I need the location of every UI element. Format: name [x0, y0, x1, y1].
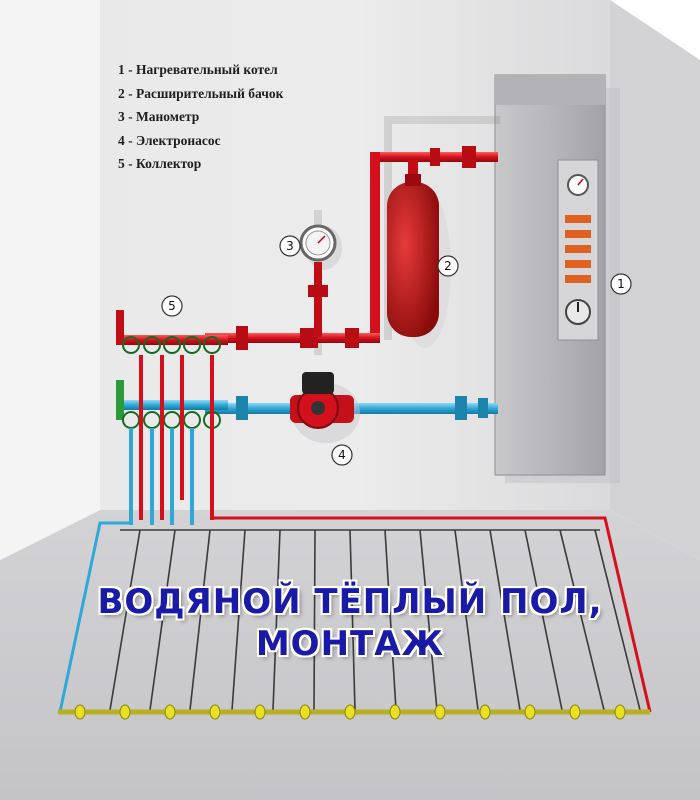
legend: 1 - Нагревательный котел 2 - Расширитель…	[118, 58, 283, 176]
pressure-gauge	[299, 224, 342, 337]
legend-item-boiler: 1 - Нагревательный котел	[118, 62, 278, 77]
callout-tank: 2	[437, 255, 459, 277]
callout-boiler: 1	[610, 273, 632, 295]
legend-item-manifold: 5 - Коллектор	[118, 156, 202, 171]
legend-item-gauge: 3 - Манометр	[118, 109, 200, 124]
back-wall	[100, 0, 610, 510]
callout-gauge: 3	[279, 235, 301, 257]
circulation-pump	[290, 372, 360, 443]
svg-text:4: 4	[338, 448, 346, 462]
legend-item-pump: 4 - Электронасос	[118, 132, 221, 148]
callout-manifold: 5	[161, 295, 183, 317]
svg-text:3: 3	[286, 239, 294, 253]
manifold	[116, 310, 228, 525]
title-line-1: ВОДЯНОЙ ТЁПЛЫЙ ПОЛ,	[97, 582, 603, 622]
svg-text:5: 5	[168, 299, 176, 313]
callout-pump: 4	[331, 444, 353, 466]
svg-text:2: 2	[444, 259, 452, 273]
expansion-tank	[387, 174, 451, 348]
floor	[0, 510, 700, 800]
boiler	[494, 74, 606, 476]
floor-heating-loop	[58, 516, 652, 720]
legend-item-tank: 2 - Расширительный бачок	[118, 85, 284, 101]
supply-pipes	[205, 146, 498, 350]
svg-text:1: 1	[617, 277, 625, 291]
title-line-2: МОНТАЖ	[255, 624, 445, 664]
left-wall	[0, 0, 100, 560]
side-wall	[610, 0, 700, 560]
